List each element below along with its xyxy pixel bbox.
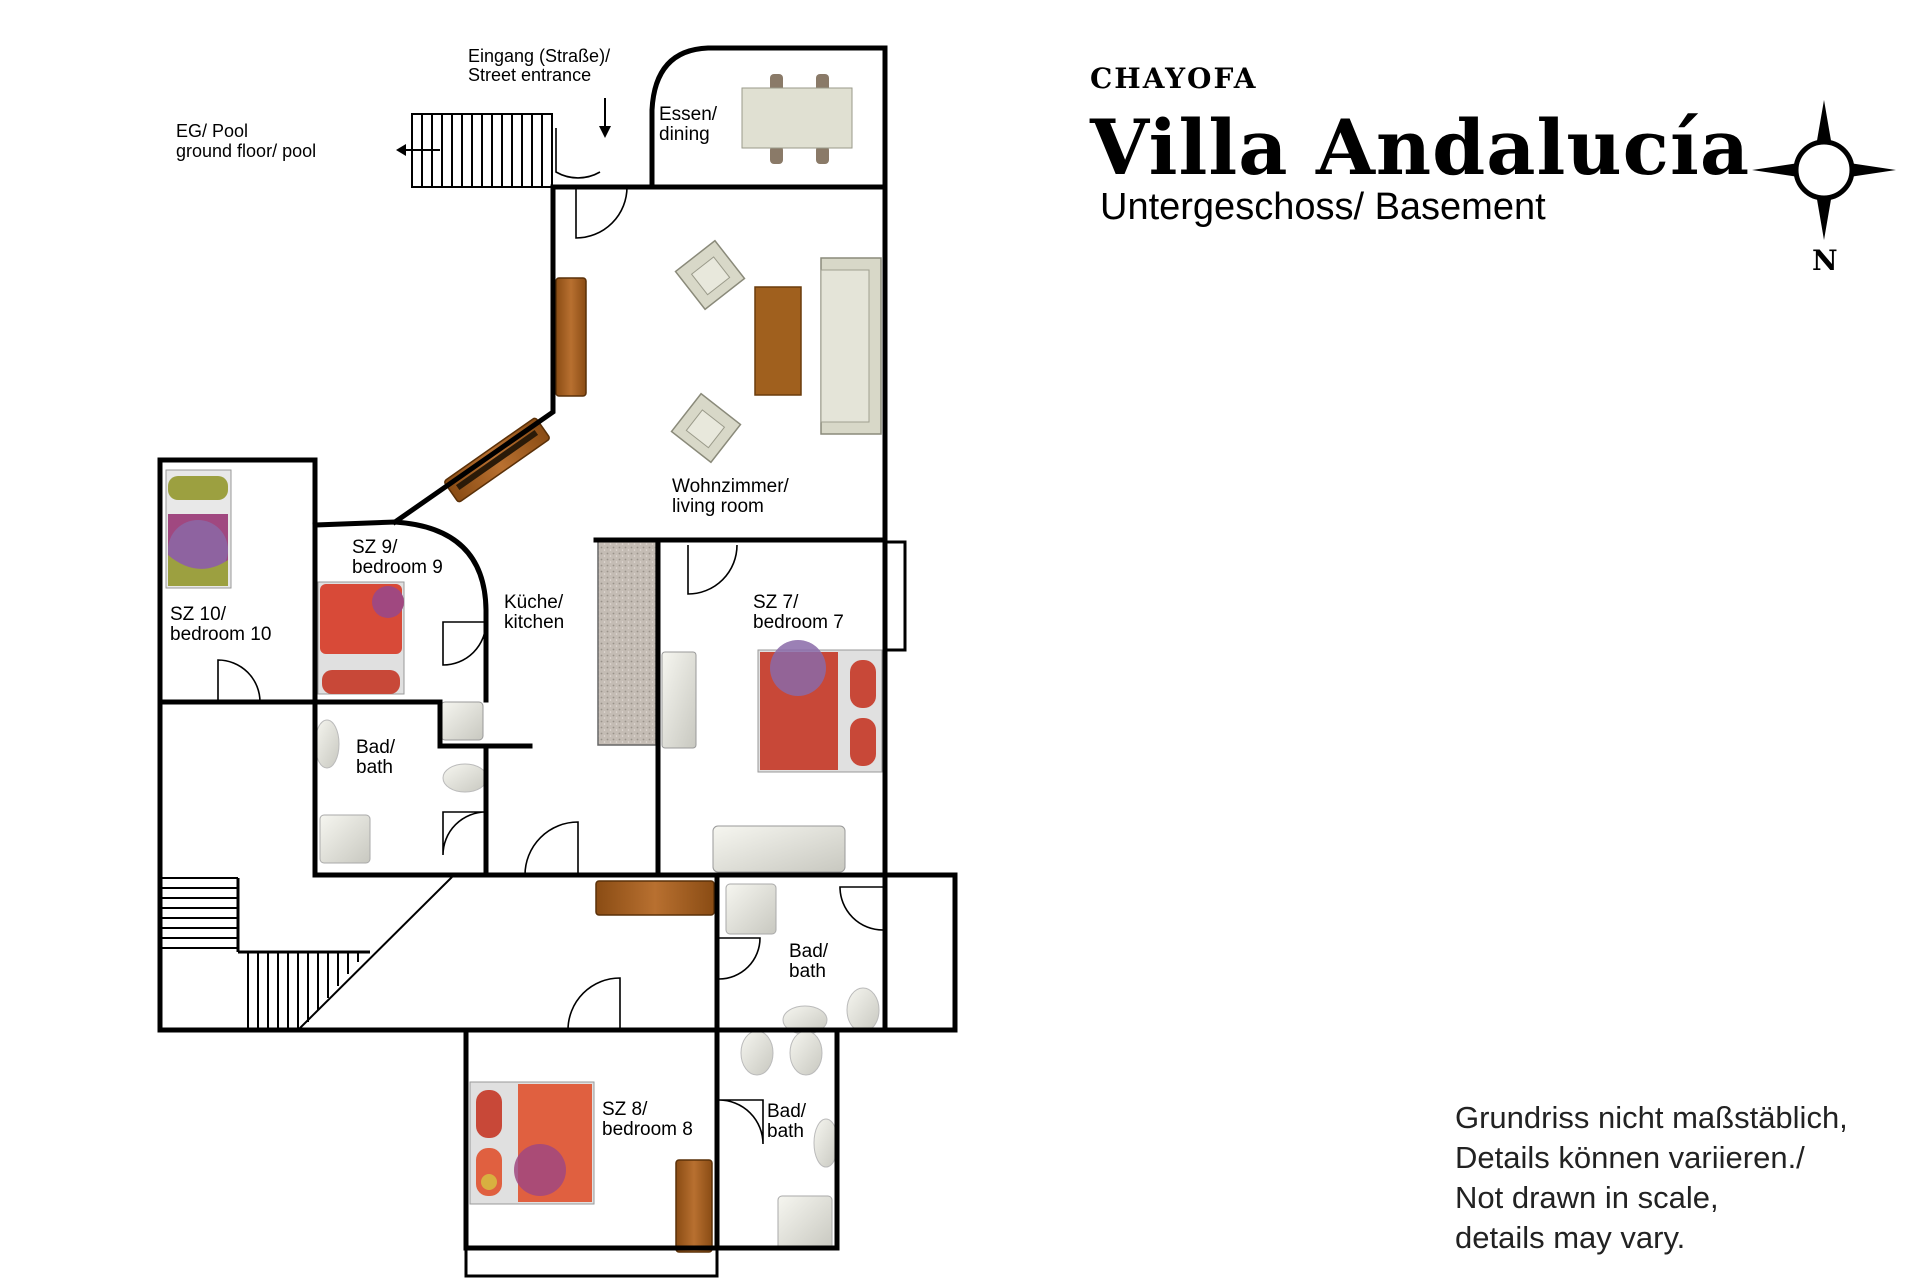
walls — [157, 45, 958, 1278]
label-bedroom-8: SZ 8/ bedroom 8 — [602, 1099, 693, 1140]
kitchen-counter — [597, 539, 657, 746]
note-line: Details können variieren./ — [1455, 1140, 1805, 1175]
disclaimer-note: Grundriss nicht maßstäblich, Details kön… — [1455, 1098, 1895, 1258]
page-title: Villa Andalucía — [1090, 103, 1751, 192]
sideboard — [595, 880, 715, 916]
label-dining: Essen/ dining — [659, 104, 722, 145]
brand-name: CHAYOFA — [1090, 62, 1258, 95]
label-bedroom-7: SZ 7/ bedroom 7 — [753, 592, 844, 633]
label-bath-bottom: Bad/ bath — [767, 1101, 811, 1142]
page-subtitle: Untergeschoss/ Basement — [1100, 186, 1546, 228]
label-pool: EG/ Pool ground floor/ pool — [176, 121, 316, 161]
label-bath-right: Bad/ bath — [789, 941, 833, 982]
sofa — [820, 257, 882, 435]
label-bedroom-10: SZ 10/ bedroom 10 — [170, 604, 271, 645]
sideboard — [444, 417, 550, 503]
armchair — [670, 392, 742, 464]
bed — [165, 469, 232, 589]
bed — [469, 1081, 595, 1205]
header: CHAYOFA Villa Andalucía Untergeschoss/ B… — [1090, 62, 1750, 229]
label-entrance: Eingang (Straße)/ Street entrance — [468, 46, 615, 85]
entrance-arrow — [599, 98, 611, 138]
note-line: Not drawn in scale, — [1455, 1180, 1719, 1215]
bidet — [789, 1030, 823, 1076]
sink — [813, 1118, 839, 1168]
wardrobe — [675, 1159, 713, 1253]
dining-table — [741, 74, 853, 164]
toilet — [846, 987, 880, 1033]
note-line: details may vary. — [1455, 1220, 1686, 1255]
shower — [725, 883, 777, 935]
label-living-room: Wohnzimmer/ living room — [672, 476, 794, 517]
bed — [317, 581, 405, 695]
toilet — [314, 719, 340, 769]
label-bedroom-9: SZ 9/ bedroom 9 — [352, 537, 443, 578]
label-bath-left: Bad/ bath — [356, 737, 400, 778]
label-kitchen: Küche/ kitchen — [504, 592, 568, 633]
shower — [319, 814, 371, 864]
note-line: Grundriss nicht maßstäblich, — [1455, 1100, 1848, 1135]
sideboard — [555, 277, 587, 397]
bidet — [442, 763, 488, 793]
sink — [440, 701, 484, 741]
interior-stairs — [160, 876, 453, 1031]
bathtub — [712, 825, 846, 873]
bed — [757, 640, 883, 773]
compass-rose-icon: N — [1752, 100, 1896, 277]
doors — [217, 128, 884, 1145]
coffee-table — [754, 286, 802, 396]
armchair — [674, 239, 746, 311]
toilet — [740, 1030, 774, 1076]
shower — [777, 1195, 833, 1251]
compass-label: N — [1812, 244, 1838, 277]
desk — [661, 651, 697, 749]
pool-arrow — [396, 144, 440, 156]
